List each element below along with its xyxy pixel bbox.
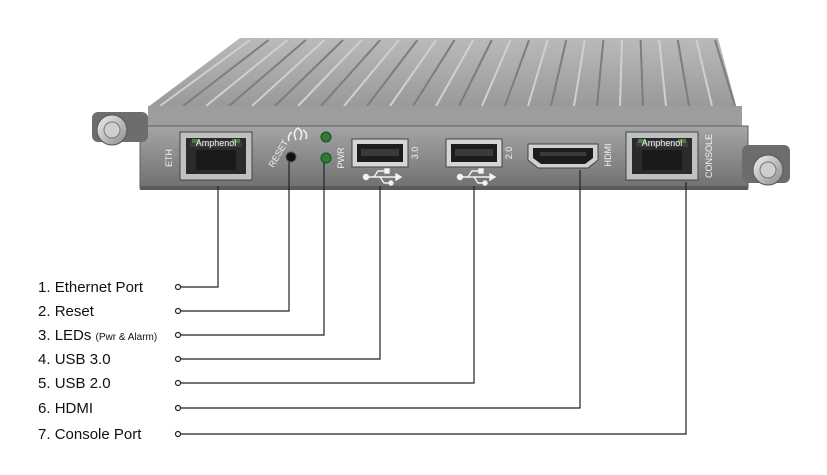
ethernet-port[interactable]: Amphenol	[179, 131, 253, 181]
heatsink-fin	[596, 39, 605, 107]
right-thumbscrew	[742, 145, 790, 186]
console-label: CONSOLE	[704, 134, 714, 178]
usb2-usb-icon	[456, 168, 497, 186]
heatsink-fin	[297, 39, 363, 107]
alarm-icon	[287, 127, 308, 142]
leader-line-reset	[178, 162, 290, 312]
legend-item-ethernet: 1. Ethernet Port	[38, 279, 144, 296]
legend-item-reset: 2. Reset	[38, 303, 95, 320]
eth-jack-brand: Amphenol	[196, 138, 237, 148]
heatsink-fin	[695, 39, 713, 107]
pwr-label: PWR	[336, 147, 346, 168]
left-thumbscrew	[92, 112, 148, 146]
heatsink-front-lip	[148, 106, 742, 128]
heatsink-fin	[573, 39, 586, 107]
legend-item-console: 7. Console Port	[38, 426, 142, 443]
heatsink-fin	[182, 39, 270, 107]
leader-line-hdmi	[178, 170, 581, 409]
legend-item-hdmi: 6. HDMI	[38, 400, 93, 417]
eth-port-label: ETH	[164, 149, 174, 167]
heatsink-fin	[658, 39, 667, 107]
heatsink-fin	[159, 39, 251, 107]
heatsink-fin	[676, 39, 690, 107]
leader-dots	[174, 283, 182, 438]
hdmi-label: HDMI	[603, 144, 613, 167]
usb3-usb-icon	[362, 168, 403, 186]
leader-line-leds	[178, 163, 325, 336]
usb3-port[interactable]	[351, 138, 409, 168]
legend-item-usb2: 5. USB 2.0	[38, 375, 111, 392]
legend-item-leds: 3. LEDs (Pwr & Alarm)	[38, 327, 157, 344]
legend: 1. Ethernet Port 2. Reset 3. LEDs (Pwr &…	[38, 279, 157, 443]
heatsink-fin	[412, 39, 456, 107]
legend-item-usb3: 4. USB 3.0	[38, 351, 111, 368]
alarm-led	[320, 131, 332, 143]
heatsink-fin	[389, 39, 437, 107]
heatsink-fin	[639, 39, 644, 107]
leader-line-ethernet	[178, 186, 219, 288]
heatsink-fin	[366, 39, 419, 107]
heatsink-fin	[228, 39, 307, 107]
usb2-port[interactable]	[445, 138, 503, 168]
heatsink-fin	[251, 39, 326, 107]
heatsink-fin	[435, 39, 475, 107]
power-led	[320, 152, 332, 164]
heatsink-fin	[504, 39, 530, 107]
heatsink-fin	[458, 39, 493, 107]
hdmi-port[interactable]	[527, 143, 599, 169]
heatsink-top	[148, 38, 742, 128]
leader-line-usb3	[178, 186, 381, 360]
heatsink-fin	[205, 39, 288, 107]
leader-line-usb2	[178, 186, 475, 384]
heatsink-fin	[527, 39, 549, 107]
heatsink-fin	[481, 39, 512, 107]
leader-line-console	[178, 182, 687, 435]
reset-button[interactable]	[285, 151, 297, 163]
leader-lines	[178, 162, 687, 435]
heatsink-fin	[714, 39, 736, 107]
heatsink-fins	[159, 39, 736, 107]
usb3-label: 3.0	[410, 147, 420, 160]
heatsink-fin	[274, 39, 344, 107]
usb2-label: 2.0	[504, 147, 514, 160]
heatsink-fin	[619, 39, 623, 107]
heatsink-fin	[550, 39, 568, 107]
front-panel-bottom-edge	[140, 186, 748, 190]
heatsink-fin	[343, 39, 400, 107]
console-port[interactable]: Amphenol	[625, 131, 699, 181]
heatsink-fin	[320, 39, 381, 107]
console-jack-brand: Amphenol	[642, 138, 683, 148]
